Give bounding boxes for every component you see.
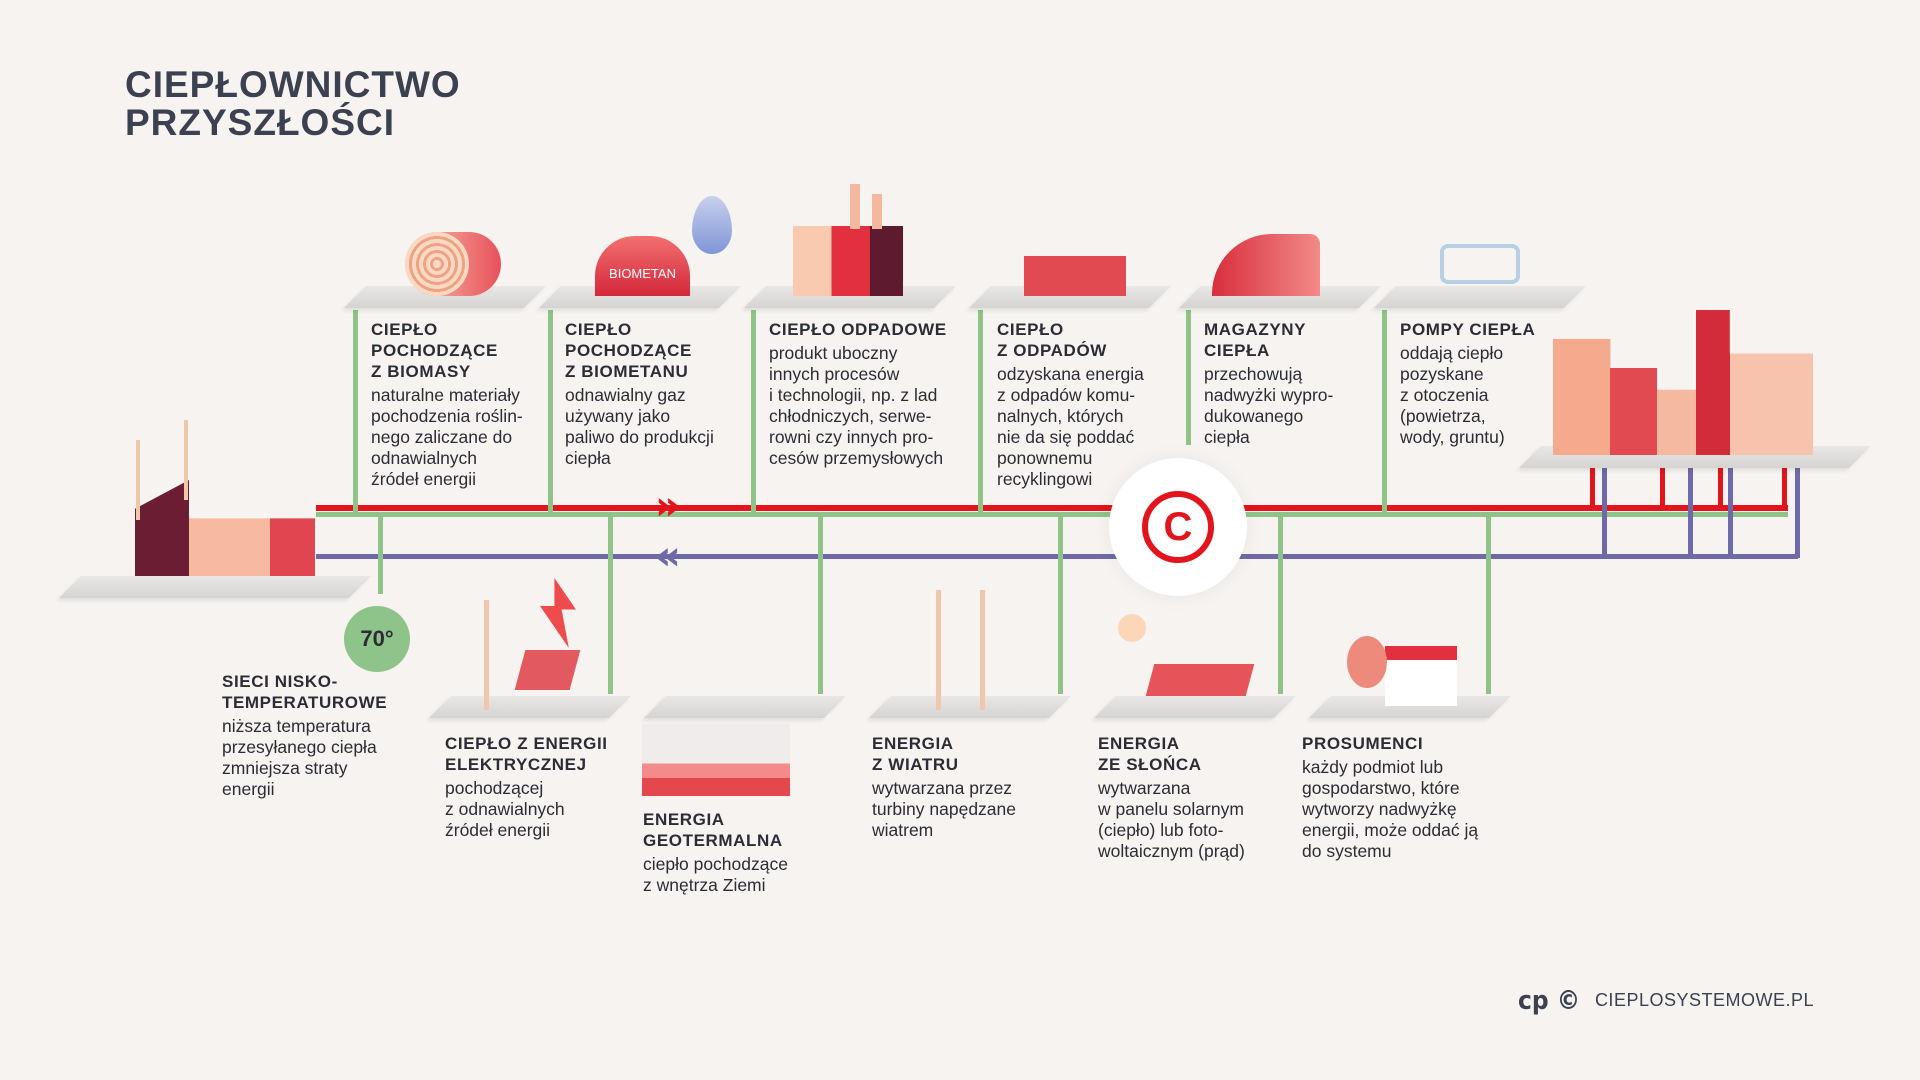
- flame-icon: [692, 196, 732, 254]
- city-supply-pipe: [1782, 450, 1787, 510]
- wind-turbine-icon: [936, 590, 941, 710]
- platform: [1374, 286, 1586, 308]
- city-return-pipe: [1795, 450, 1800, 558]
- city-return-pipe: [1688, 450, 1693, 558]
- city-return-pipe: [1728, 450, 1733, 558]
- footer-url[interactable]: CIEPLOSYSTEMOWE.PL: [1594, 990, 1814, 1010]
- platform: [59, 576, 371, 598]
- lightning-icon: [540, 578, 576, 648]
- copyright-c-icon: C: [1142, 491, 1214, 563]
- connector: [378, 514, 383, 594]
- platform: [869, 696, 1071, 718]
- supply-arrows-icon: »: [655, 483, 681, 529]
- connector: [608, 514, 613, 694]
- house-icon: [1385, 646, 1457, 706]
- connector: [353, 310, 358, 515]
- page-title: CIEPŁOWNICTWO PRZYSZŁOŚCI: [125, 64, 461, 143]
- waste-truck-icon: [1024, 256, 1126, 296]
- solar-panel-icon: [1145, 664, 1255, 696]
- factory-icon: [793, 226, 903, 296]
- city-return-pipe: [1602, 450, 1607, 558]
- temperature-badge: 70°: [344, 606, 410, 672]
- connector: [1486, 514, 1491, 694]
- connector: [1382, 310, 1387, 515]
- platform: [644, 696, 846, 718]
- chimney-icon: [850, 184, 860, 229]
- city-supply-pipe: [1718, 450, 1723, 510]
- platform: [1094, 696, 1296, 718]
- connector: [1186, 310, 1191, 445]
- geothermal-icon: [642, 724, 790, 796]
- supply-pipe: [316, 505, 1788, 511]
- sun-icon: [1118, 614, 1146, 642]
- connector: [751, 310, 756, 515]
- heat-storage-icon: [1212, 234, 1320, 296]
- city-supply-pipe: [1660, 450, 1665, 510]
- return-pipe: [316, 554, 1798, 559]
- connector: [978, 310, 983, 515]
- city-supply-pipe: [1590, 450, 1595, 510]
- center-logo: C: [1109, 458, 1247, 596]
- biomethane-tank-icon: BIOMETAN: [595, 236, 690, 296]
- biomass-bale-face-icon: [405, 232, 469, 296]
- connector: [1278, 514, 1283, 694]
- wind-turbine-icon: [136, 440, 140, 520]
- chimney-icon: [872, 194, 882, 229]
- wind-turbine-icon: [184, 420, 188, 500]
- footer-logo: cp ©: [1518, 986, 1581, 1016]
- return-arrows-icon: «: [655, 533, 681, 579]
- green-pipe: [316, 512, 1788, 517]
- wind-turbine-icon: [980, 590, 985, 710]
- connector: [818, 514, 823, 694]
- wind-turbine-icon: [484, 600, 489, 710]
- heat-pump-icon: [1440, 244, 1520, 284]
- connector: [548, 310, 553, 515]
- platform: [429, 696, 631, 718]
- tree-icon: [1347, 636, 1387, 688]
- power-plant-icon: [135, 480, 315, 576]
- electric-heater-icon: [514, 650, 581, 690]
- connector: [1058, 514, 1063, 694]
